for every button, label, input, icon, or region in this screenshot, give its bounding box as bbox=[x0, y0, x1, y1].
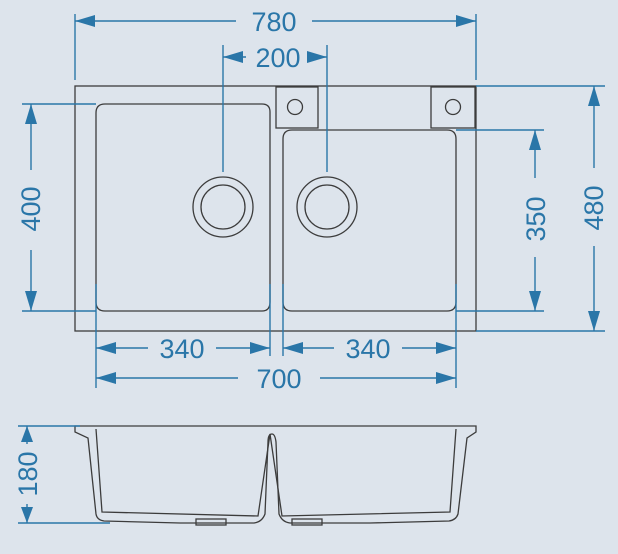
dim-label-350: 350 bbox=[521, 196, 551, 241]
sink-side-view bbox=[74, 425, 477, 526]
dim-label-700: 700 bbox=[256, 364, 301, 394]
dim-label-200: 200 bbox=[255, 43, 300, 73]
dim-label-480: 480 bbox=[579, 185, 609, 230]
dim-label-180: 180 bbox=[13, 451, 43, 496]
dimension-bowl-height: 180 bbox=[13, 425, 110, 524]
dim-label-340-right: 340 bbox=[345, 334, 390, 364]
drain-nub-left bbox=[195, 518, 227, 526]
left-bowl-outline bbox=[95, 103, 271, 312]
dimension-total-width: 700 bbox=[96, 364, 456, 394]
dimension-overall-depth: 480 bbox=[476, 85, 609, 332]
dim-label-400: 400 bbox=[16, 186, 46, 231]
dimension-bowl-widths: 340 340 bbox=[95, 284, 457, 388]
drain-right-inner bbox=[304, 184, 350, 230]
dimension-hole-offset: 200 bbox=[222, 43, 328, 172]
sink-profile-outer bbox=[74, 425, 477, 524]
drain-left-outer bbox=[192, 176, 254, 238]
drain-right-outer bbox=[296, 176, 358, 238]
dimension-overall-width: 780 bbox=[74, 7, 477, 80]
tap-hole-plate-left bbox=[275, 86, 319, 129]
drain-nub-right bbox=[291, 518, 323, 526]
sink-profile-inner bbox=[95, 428, 457, 517]
dimension-left-depth: 400 bbox=[16, 103, 96, 312]
tap-hole-plate-right bbox=[430, 86, 476, 129]
tap-hole-left bbox=[286, 98, 304, 116]
dim-label-780: 780 bbox=[251, 7, 296, 37]
dimension-right-depth: 350 bbox=[456, 129, 551, 312]
drain-left-inner bbox=[200, 184, 246, 230]
sink-top-view bbox=[74, 85, 477, 332]
sink-outer-rim bbox=[74, 85, 477, 332]
dim-label-340-left: 340 bbox=[159, 334, 204, 364]
tap-hole-right bbox=[444, 98, 462, 116]
